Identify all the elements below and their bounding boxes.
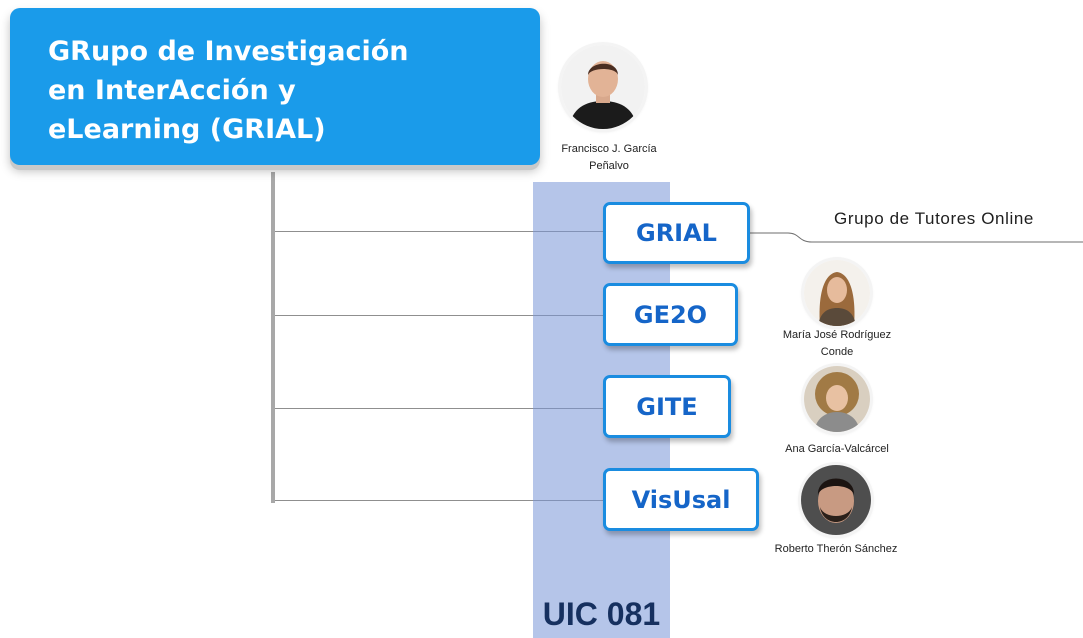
person-name-valcarcel: Ana García-Valcárcel xyxy=(785,443,889,455)
person-photo-icon xyxy=(804,366,870,432)
tree-trunk-line xyxy=(271,172,275,503)
connector-grial xyxy=(275,231,605,232)
connector-visusal xyxy=(275,500,605,501)
person-avatar-rodriguez xyxy=(804,260,870,326)
group-box-gite[interactable]: GITE xyxy=(603,375,731,438)
connector-tutores xyxy=(748,232,1083,243)
group-box-visusal[interactable]: VisUsal xyxy=(603,468,759,531)
person-photo-icon xyxy=(561,45,645,129)
person-name-rodriguez: María José Rodríguez Conde xyxy=(782,329,892,358)
person-avatar-theron xyxy=(801,465,871,535)
group-label-ge2o: GE2O xyxy=(633,300,708,329)
connector-gite xyxy=(275,408,605,409)
main-topic-box[interactable]: GRupo de Investigación en InterAcción y … xyxy=(10,8,540,165)
group-label-gite: GITE xyxy=(636,392,698,421)
leader-avatar xyxy=(561,45,645,129)
person-photo-icon xyxy=(801,465,871,535)
uic-label: UIC 081 xyxy=(542,596,661,632)
group-box-grial[interactable]: GRIAL xyxy=(603,202,750,264)
connector-ge2o xyxy=(275,315,605,316)
person-photo-icon xyxy=(804,260,870,326)
group-label-grial: GRIAL xyxy=(636,219,717,247)
main-topic-title: GRupo de Investigación en InterAcción y … xyxy=(48,36,409,145)
group-label-visusal: VisUsal xyxy=(631,485,731,514)
person-avatar-valcarcel xyxy=(804,366,870,432)
subtopic-tutores-online[interactable]: Grupo de Tutores Online xyxy=(834,209,1034,228)
person-name-theron: Roberto Therón Sánchez xyxy=(774,543,898,555)
group-box-ge2o[interactable]: GE2O xyxy=(603,283,738,346)
leader-name: Francisco J. García Peñalvo xyxy=(561,143,657,172)
